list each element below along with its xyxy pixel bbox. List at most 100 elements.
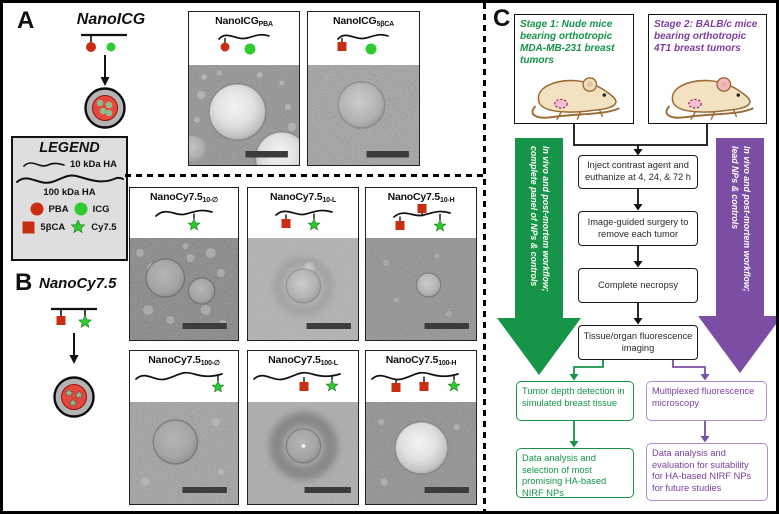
tem-card-title-sub: 5βCA (376, 21, 395, 28)
green-result-box-1: Tumor depth detection in simulated breas… (516, 381, 634, 421)
green-star-icon (307, 218, 321, 231)
panel-divider-vertical (483, 3, 486, 511)
tem-card-title-base: NanoICG (332, 15, 377, 27)
tem-card-title-base: NanoCy7.5 (148, 354, 201, 366)
panel-a-label: A (17, 7, 35, 34)
flow-box-inject: Inject contrast agent and euthanize at 4… (578, 155, 698, 189)
ha100-high-schematic (371, 371, 461, 392)
tem-card-title-sub: 100-∅ (200, 360, 220, 367)
legend-5bca-label: 5βCA (40, 222, 66, 233)
red-square-icon (417, 204, 427, 213)
scale-bar (245, 151, 288, 158)
green-star-icon (78, 314, 92, 328)
tem-image-nanocy75-10-h (366, 238, 476, 340)
down-arrow-icon (633, 204, 643, 211)
tem-card-title-sub: 10-H (440, 197, 455, 204)
nanoparticle-core (92, 95, 118, 121)
green-star-icon (71, 220, 86, 234)
tem-card-nanocy75-100-l: NanoCy7.5100-L (247, 350, 359, 505)
down-arrow-icon (633, 261, 643, 268)
tem-card-title-sub: 100-L (320, 360, 339, 367)
legend-title: LEGEND (39, 140, 100, 156)
green-result-box-2: Data analysis and selection of most prom… (516, 448, 634, 498)
tem-image-nanocy75-100-h (366, 402, 476, 504)
tem-card-nanocy75-10-h: NanoCy7.510-H (365, 187, 477, 341)
scale-bar (306, 323, 351, 329)
legend-cy75-label: Cy7.5 (91, 222, 117, 233)
purple-arrow-line1: In vivo and post-mortem workflow; (741, 146, 752, 292)
flow-box-necropsy: Complete necropsy (578, 268, 698, 303)
green-arrow-line2: complete panel of NPs & controls (529, 146, 539, 287)
green-star-icon (211, 380, 225, 393)
tem-card-title-sub: 10-∅ (202, 197, 219, 204)
red-square-icon (281, 219, 291, 228)
tem-image-nanoicg-5bca (308, 65, 419, 165)
scale-bar (424, 487, 469, 493)
stage-2-box: Stage 2: BALB/c mice bearing orthotropic… (648, 14, 767, 124)
tem-image-nanocy75-10-none (130, 238, 238, 340)
red-square-icon (391, 383, 401, 392)
purple-workflow-arrow-label: In vivo and post-mortem workflow; lead N… (728, 146, 752, 316)
ha10-star-schematic (155, 209, 213, 231)
flow-box-surgery: Image-guided surgery to remove each tumo… (578, 211, 698, 246)
tem-card-title-base: NanoCy7.5 (150, 191, 203, 203)
red-square-icon (337, 42, 347, 51)
green-circle-icon (365, 43, 377, 55)
legend-ha100-label: 100 kDa HA (43, 187, 96, 198)
stage-1-box: Stage 1: Nude mice bearing orthotropic M… (514, 14, 634, 124)
tem-card-title-base: NanoCy7.5 (269, 191, 323, 203)
tem-card-title: NanoICGPBA (189, 12, 299, 28)
down-arrow-icon (69, 355, 79, 364)
legend-pba-label: PBA (48, 203, 69, 215)
red-square-icon (299, 382, 309, 391)
tem-card-title-base: NanoICG (215, 15, 259, 27)
red-circle-icon (86, 42, 96, 52)
panel-divider-horizontal (125, 174, 483, 177)
ha100-low-schematic (253, 371, 341, 392)
purple-arrow-line2: lead NPs & controls (730, 146, 740, 230)
ha-10kda-squiggle-icon (23, 162, 65, 167)
scale-bar (424, 323, 469, 329)
red-square-icon (56, 316, 66, 325)
green-star-icon (433, 219, 447, 232)
ha10-high-schematic (393, 204, 451, 232)
down-arrow-icon (700, 436, 710, 443)
5bca-conjugate-schematic (337, 33, 389, 55)
green-circle-icon (106, 42, 116, 52)
green-arrow-line1: In vivo and post-mortem workflow; (540, 146, 551, 292)
scale-bar (182, 487, 227, 493)
green-workflow-arrow-label: In vivo and post-mortem workflow; comple… (527, 146, 551, 316)
nanocy75-assembly-schematic (51, 307, 97, 418)
purple-result-box-2: Data analysis and evaluation for suitabi… (646, 443, 768, 501)
balbc-mouse-illustration (665, 76, 754, 121)
panel-b-title: NanoCy7.5 (39, 275, 117, 292)
tem-card-title-base: NanoCy7.5 (268, 354, 321, 366)
green-circle-icon (244, 43, 256, 55)
tem-card-nanocy75-100-h: NanoCy7.5100-H (365, 350, 477, 505)
tem-card-nanoicg-pba: NanoICGPBA (188, 11, 300, 166)
tem-image-nanocy75-100-none (130, 402, 238, 504)
scale-bar (182, 323, 227, 329)
green-star-icon (447, 379, 461, 392)
down-arrow-icon (633, 318, 643, 325)
red-square-icon (395, 221, 405, 230)
stage-2-text: Stage 2: BALB/c mice bearing orthotropic… (654, 19, 758, 54)
tem-image-nanocy75-10-l (248, 238, 358, 340)
tem-card-title-sub: 100-H (438, 360, 457, 367)
scale-bar (304, 487, 351, 493)
legend-ha10-label: 10 kDa HA (70, 158, 117, 170)
green-circle-icon (74, 202, 88, 216)
red-circle-icon (220, 42, 230, 52)
tem-card-title-sub: PBA (258, 21, 273, 28)
tem-card-title: NanoICG5βCA (308, 12, 419, 28)
green-workflow-arrow: In vivo and post-mortem workflow; comple… (497, 138, 581, 375)
tem-card-title-base: NanoCy7.5 (387, 191, 441, 203)
tem-card-title-sub: 10-L (322, 197, 337, 204)
red-circle-icon (30, 202, 44, 216)
purple-result-box-1: Multiplexed fluorescence microscopy (646, 381, 767, 421)
red-square-icon (419, 382, 429, 391)
ha10-low-schematic (275, 209, 333, 231)
tem-card-nanocy75-10-none: NanoCy7.510-∅ (129, 187, 239, 341)
green-star-icon (187, 218, 201, 231)
flow-box-imaging: Tissue/organ fluorescence imaging (578, 325, 698, 360)
